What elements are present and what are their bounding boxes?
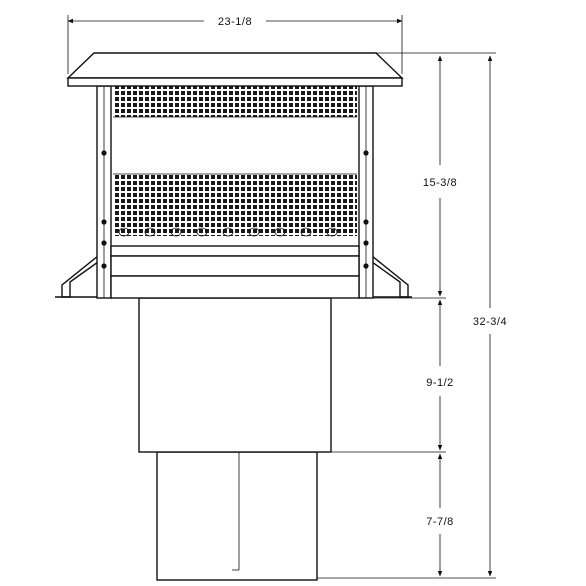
bolt [101, 150, 107, 156]
collar-band [110, 245, 360, 257]
screen-clamps [118, 227, 338, 237]
middle-pipe-section [138, 297, 332, 453]
clamp [300, 227, 312, 237]
bolt [363, 263, 369, 269]
clamp [326, 227, 338, 237]
clamp [144, 227, 156, 237]
bolt [101, 263, 107, 269]
bottom-section-label: 7-7/8 [426, 516, 454, 528]
clamp [196, 227, 208, 237]
clamp [170, 227, 182, 237]
collar-base [110, 275, 360, 299]
top-width-dimension: 23-1/8 [67, 15, 403, 74]
clamp [248, 227, 260, 237]
lid-rim [67, 77, 403, 87]
left-flange [61, 254, 99, 298]
middle-section-label: 9-1/2 [426, 377, 454, 389]
cap-assembly [55, 52, 412, 299]
right-flange [371, 254, 409, 298]
overall-height-label: 32-3/4 [473, 316, 507, 328]
clamp [274, 227, 286, 237]
bolt [363, 150, 369, 156]
bolt [363, 219, 369, 225]
lower-mesh-screen [113, 174, 357, 236]
bolt [363, 240, 369, 246]
collar-lower [110, 255, 360, 277]
clamp [222, 227, 234, 237]
bolt [101, 219, 107, 225]
vertical-dimensions: 15-3/8 9-1/2 7-7/8 32-3/4 [317, 52, 507, 579]
bottom-pipe-section [156, 451, 318, 581]
lower-pipe [138, 297, 332, 581]
clamp [118, 227, 130, 237]
upper-mesh-screen [113, 86, 357, 117]
top-width-label: 23-1/8 [218, 16, 252, 28]
bolt [101, 240, 107, 246]
cap-height-label: 15-3/8 [423, 177, 457, 189]
cap-lid [66, 52, 404, 79]
